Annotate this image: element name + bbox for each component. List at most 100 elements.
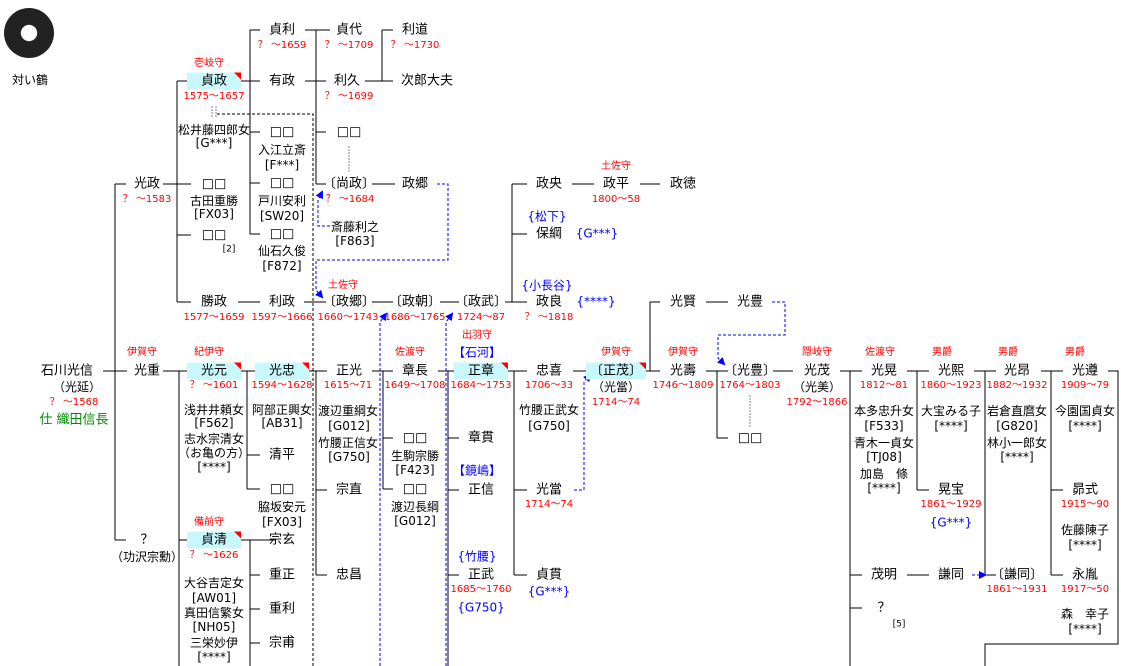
spouse-name: 竹腰正武女: [518, 403, 580, 417]
person-years: 1800〜58: [591, 194, 641, 205]
person-years: ？ 〜1601: [189, 380, 239, 391]
person-name: □□: [336, 124, 362, 140]
person-name: 重利: [268, 601, 296, 617]
person-name: 光昂: [1003, 363, 1031, 379]
spouse-code: [F562]: [194, 416, 234, 430]
person-years: ？ 〜1659: [257, 40, 307, 51]
person-title: 男爵: [932, 347, 952, 358]
spouse-code: [FX03]: [194, 207, 234, 221]
person-years: 1714〜74: [524, 499, 574, 510]
spouse-code: [F872]: [262, 259, 302, 273]
person-name: 政平: [602, 176, 630, 192]
spouse-code: [G820]: [996, 419, 1038, 433]
spouse-name: 阿部正興女: [251, 403, 313, 417]
person-name: 保綱: [535, 226, 563, 242]
spouse-name: 加島 條: [859, 467, 909, 481]
spouse-name: 岩倉直麿女: [986, 404, 1048, 418]
person-years: 1615〜71: [323, 380, 373, 391]
house-name: {小長谷}: [521, 278, 573, 293]
person-name: 清平: [268, 447, 296, 463]
spouse-code: [G***]: [195, 136, 233, 150]
person-name: 茂明: [870, 567, 898, 583]
spouse-code: [****]: [934, 419, 968, 433]
person-name-highlighted[interactable]: 光忠: [254, 362, 310, 380]
person-years: 1706〜33: [524, 380, 574, 391]
person-name: □□: [737, 430, 763, 446]
person-name: 政央: [535, 176, 563, 192]
person-name: □□: [402, 430, 428, 446]
person-years: 1792〜1866: [786, 397, 848, 408]
person-name: 謙同: [937, 567, 965, 583]
footnote: [5]: [892, 619, 906, 630]
person-name: □□: [269, 175, 295, 191]
person-years: 1764〜1803: [719, 380, 781, 391]
spouse-name: 松井藤四郎女: [177, 123, 251, 137]
person-years: ？ 〜1583: [122, 194, 172, 205]
person-name: 〔尚政〕: [322, 176, 376, 192]
spouse-code: [SW20]: [259, 209, 305, 223]
person-title: 紀伊守: [194, 347, 224, 358]
person-name-highlighted[interactable]: 正章: [453, 362, 509, 380]
spouse-code: [AB31]: [261, 416, 303, 430]
person-name: 有政: [268, 73, 296, 89]
person-title: 出羽守: [462, 330, 492, 341]
person-years: 1724〜87: [456, 312, 506, 323]
person-name: 宗甫: [268, 635, 296, 651]
person-name: 勝政: [200, 294, 228, 310]
person-years: 1686〜1765: [384, 312, 446, 323]
person-title: 佐渡守: [865, 347, 895, 358]
person-name: 光重: [133, 363, 161, 379]
person-name: 永胤: [1071, 567, 1099, 583]
person-years: 1577〜1659: [183, 312, 245, 323]
spouse-name: 戸川安利: [257, 194, 307, 208]
person-name-highlighted[interactable]: 貞政: [186, 72, 242, 90]
person-years: 1649〜1708: [384, 380, 446, 391]
house-code: {G750}: [457, 600, 505, 615]
person-years: 1714〜74: [591, 397, 641, 408]
person-years: 1575〜1657: [183, 91, 245, 102]
spouse-code: [NH05]: [192, 620, 236, 634]
person-name-highlighted[interactable]: 光元: [186, 362, 242, 380]
person-name: 正信: [467, 482, 495, 498]
spouse-name: 渡辺重綱女: [317, 404, 379, 418]
crane-crest-icon: [4, 8, 54, 58]
person-name: 〔政郷〕: [322, 294, 376, 310]
person-title: 男爵: [1065, 347, 1085, 358]
person-name: 政徳: [669, 176, 697, 192]
person-name: 光壽: [669, 363, 697, 379]
person-name: 次郎大夫: [400, 73, 454, 89]
person-name-highlighted[interactable]: 貞清: [186, 531, 242, 549]
house-code: {G***}: [575, 226, 619, 241]
person-name: 貞利: [268, 22, 296, 38]
person-years: 1594〜1628: [251, 380, 313, 391]
person-name: 〔政朝〕: [388, 294, 442, 310]
spouse-code: [****]: [197, 650, 231, 664]
spouse-name: 竹腰正信女: [317, 436, 379, 450]
spouse-code: [****]: [197, 460, 231, 474]
person-years: 1860〜1923: [920, 380, 982, 391]
crest-label: 対い鶴: [11, 73, 49, 87]
person-years: ？ 〜1684: [325, 194, 375, 205]
house-name: 【鏡嶋】: [452, 463, 502, 478]
person-name: 〔謙同〕: [990, 567, 1044, 583]
house-code: {G***}: [929, 515, 973, 530]
person-title: 土佐守: [601, 161, 631, 172]
person-name: □□: [201, 176, 227, 192]
person-years: 1597〜1666: [251, 312, 313, 323]
person-alias: （光美）: [792, 380, 842, 394]
person-name: 宗玄: [268, 532, 296, 548]
person-title: 伊賀守: [601, 347, 631, 358]
spouse-name: 志水宗清女: [183, 432, 245, 446]
person-alias: （功沢宗勳）: [110, 550, 184, 564]
person-name-highlighted[interactable]: 〔正茂〕: [585, 362, 647, 380]
person-years: 1917〜50: [1060, 584, 1110, 595]
spouse-name: 渡辺長綱: [390, 500, 440, 514]
spouse-code: [G750]: [328, 450, 370, 464]
adopted-from-name: 斎藤利之: [330, 220, 380, 234]
house-name: 【石河】: [452, 345, 502, 360]
spouse-name: 仙石久俊: [257, 244, 307, 258]
adopted-from-code: [F863]: [335, 234, 375, 248]
spouse-code: [FX03]: [262, 515, 302, 529]
